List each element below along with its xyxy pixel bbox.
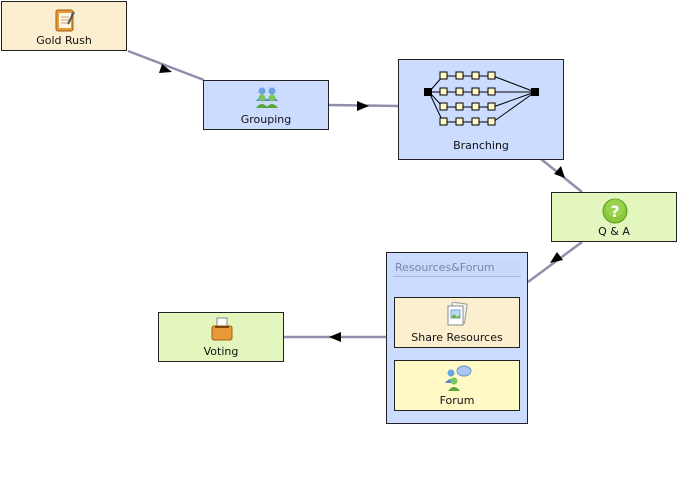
node-label: Forum [439, 394, 475, 407]
node-qa[interactable]: ? Q & A [551, 192, 677, 242]
connector-goldrush-grouping [127, 49, 205, 82]
group-title: Resources&Forum [393, 259, 521, 277]
node-voting[interactable]: Voting [158, 312, 284, 362]
node-label: Voting [203, 345, 239, 358]
node-label: Grouping [240, 113, 292, 126]
connector-qa-resources [527, 240, 583, 284]
arrowhead-3 [554, 166, 565, 178]
arrowhead-2 [357, 101, 369, 111]
ballot-box-icon [211, 317, 233, 341]
branching-paths-icon [424, 71, 539, 126]
arrowheads [159, 64, 565, 342]
node-resources-forum-group[interactable]: Resources&Forum Share Resources Forum [386, 252, 528, 424]
node-label: Branching [453, 139, 509, 152]
notebook-pencil-icon [55, 9, 75, 32]
svg-text:?: ? [610, 202, 619, 221]
node-label: Gold Rush [36, 34, 92, 47]
node-label: Q & A [598, 225, 630, 238]
arrowhead-5 [329, 332, 341, 342]
node-share-resources[interactable]: Share Resources [394, 297, 520, 348]
node-gold-rush[interactable]: Gold Rush [1, 1, 127, 51]
arrowhead-1 [159, 64, 172, 73]
node-branching[interactable]: Branching [398, 59, 564, 160]
document-picture-icon [447, 302, 468, 326]
node-label: Share Resources [411, 331, 503, 344]
node-grouping[interactable]: Grouping [203, 80, 329, 130]
node-forum[interactable]: Forum [394, 360, 520, 411]
question-mark-icon: ? [602, 198, 628, 224]
people-group-icon [256, 87, 278, 108]
people-chat-icon [445, 365, 472, 391]
arrowhead-4 [550, 252, 563, 263]
